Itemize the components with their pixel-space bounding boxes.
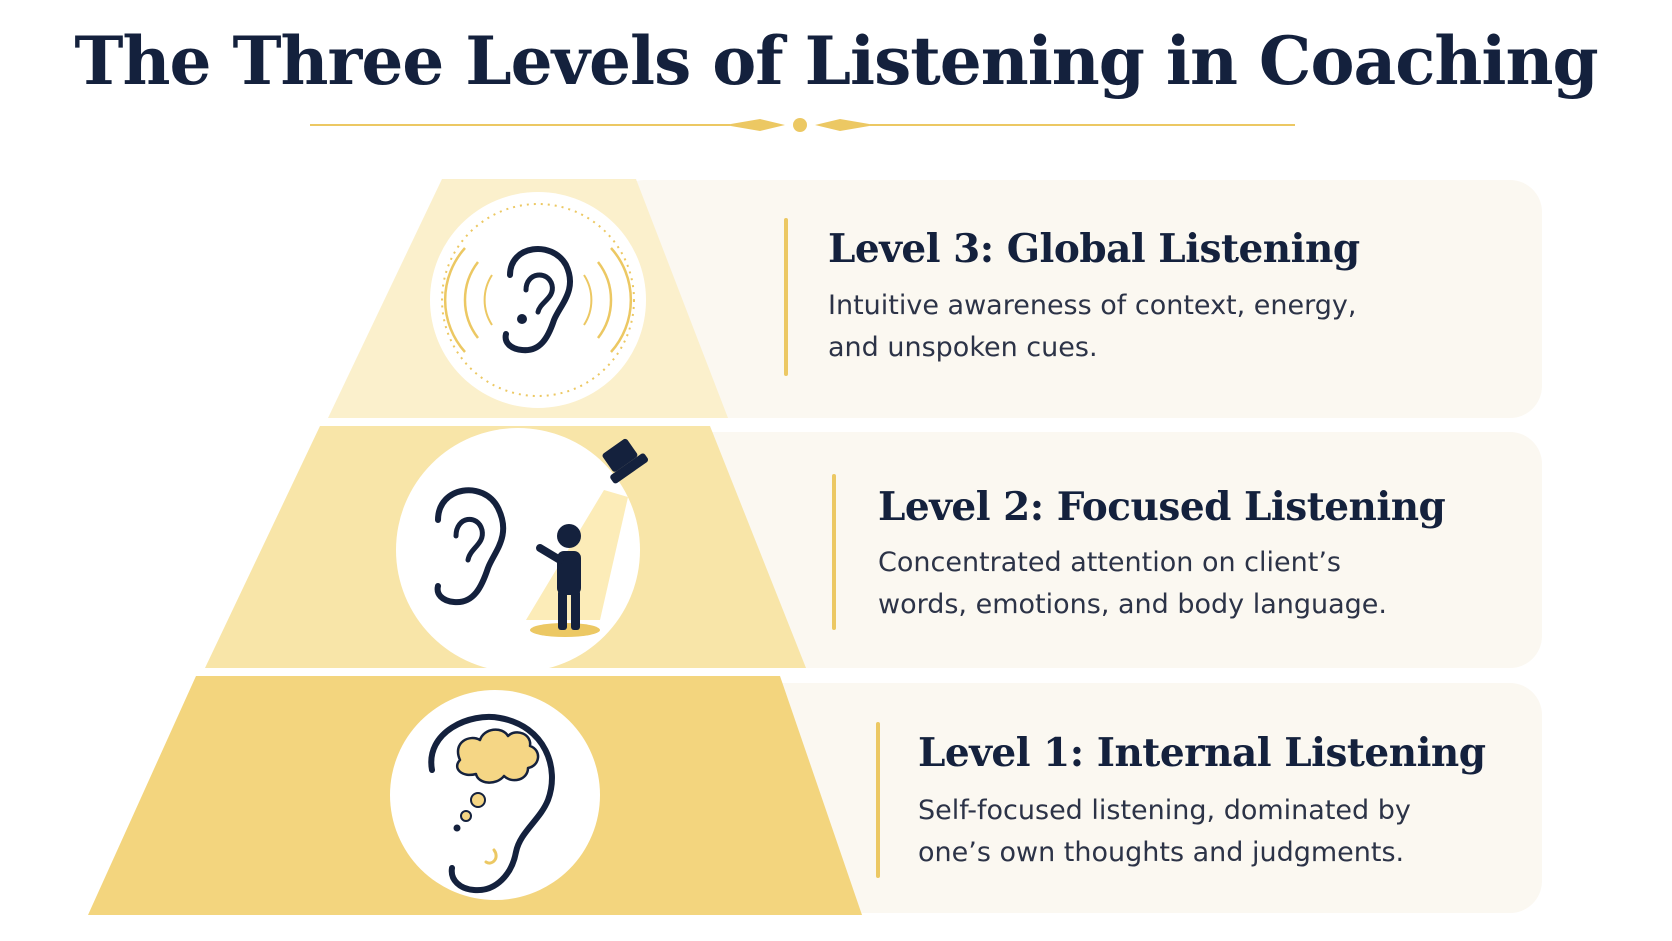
level-3-card-bg xyxy=(612,180,1542,418)
ear-with-thought-cloud-icon xyxy=(390,690,600,900)
level-1-heading: Level 1: Internal Listening xyxy=(918,730,1486,776)
level-2-card-bg xyxy=(660,432,1542,668)
level-3-accent-bar xyxy=(784,218,788,376)
ear-with-radiating-circles-icon xyxy=(430,192,646,408)
level-1-description: Self-focused listening, dominated by one… xyxy=(918,795,1411,868)
title-divider xyxy=(310,118,1295,132)
level-2-heading: Level 2: Focused Listening xyxy=(878,484,1446,530)
page-title: The Three Levels of Listening in Coachin… xyxy=(74,22,1598,100)
level-1-card-bg xyxy=(740,683,1542,913)
level-2-description: Concentrated attention on client’s words… xyxy=(878,547,1388,620)
level-3-description: Intuitive awareness of context, energy, … xyxy=(828,290,1357,363)
level-1-accent-bar xyxy=(876,722,880,878)
level-3-heading: Level 3: Global Listening xyxy=(828,226,1360,272)
ear-and-spotlit-person-icon xyxy=(396,428,649,672)
level-2-accent-bar xyxy=(832,474,836,630)
